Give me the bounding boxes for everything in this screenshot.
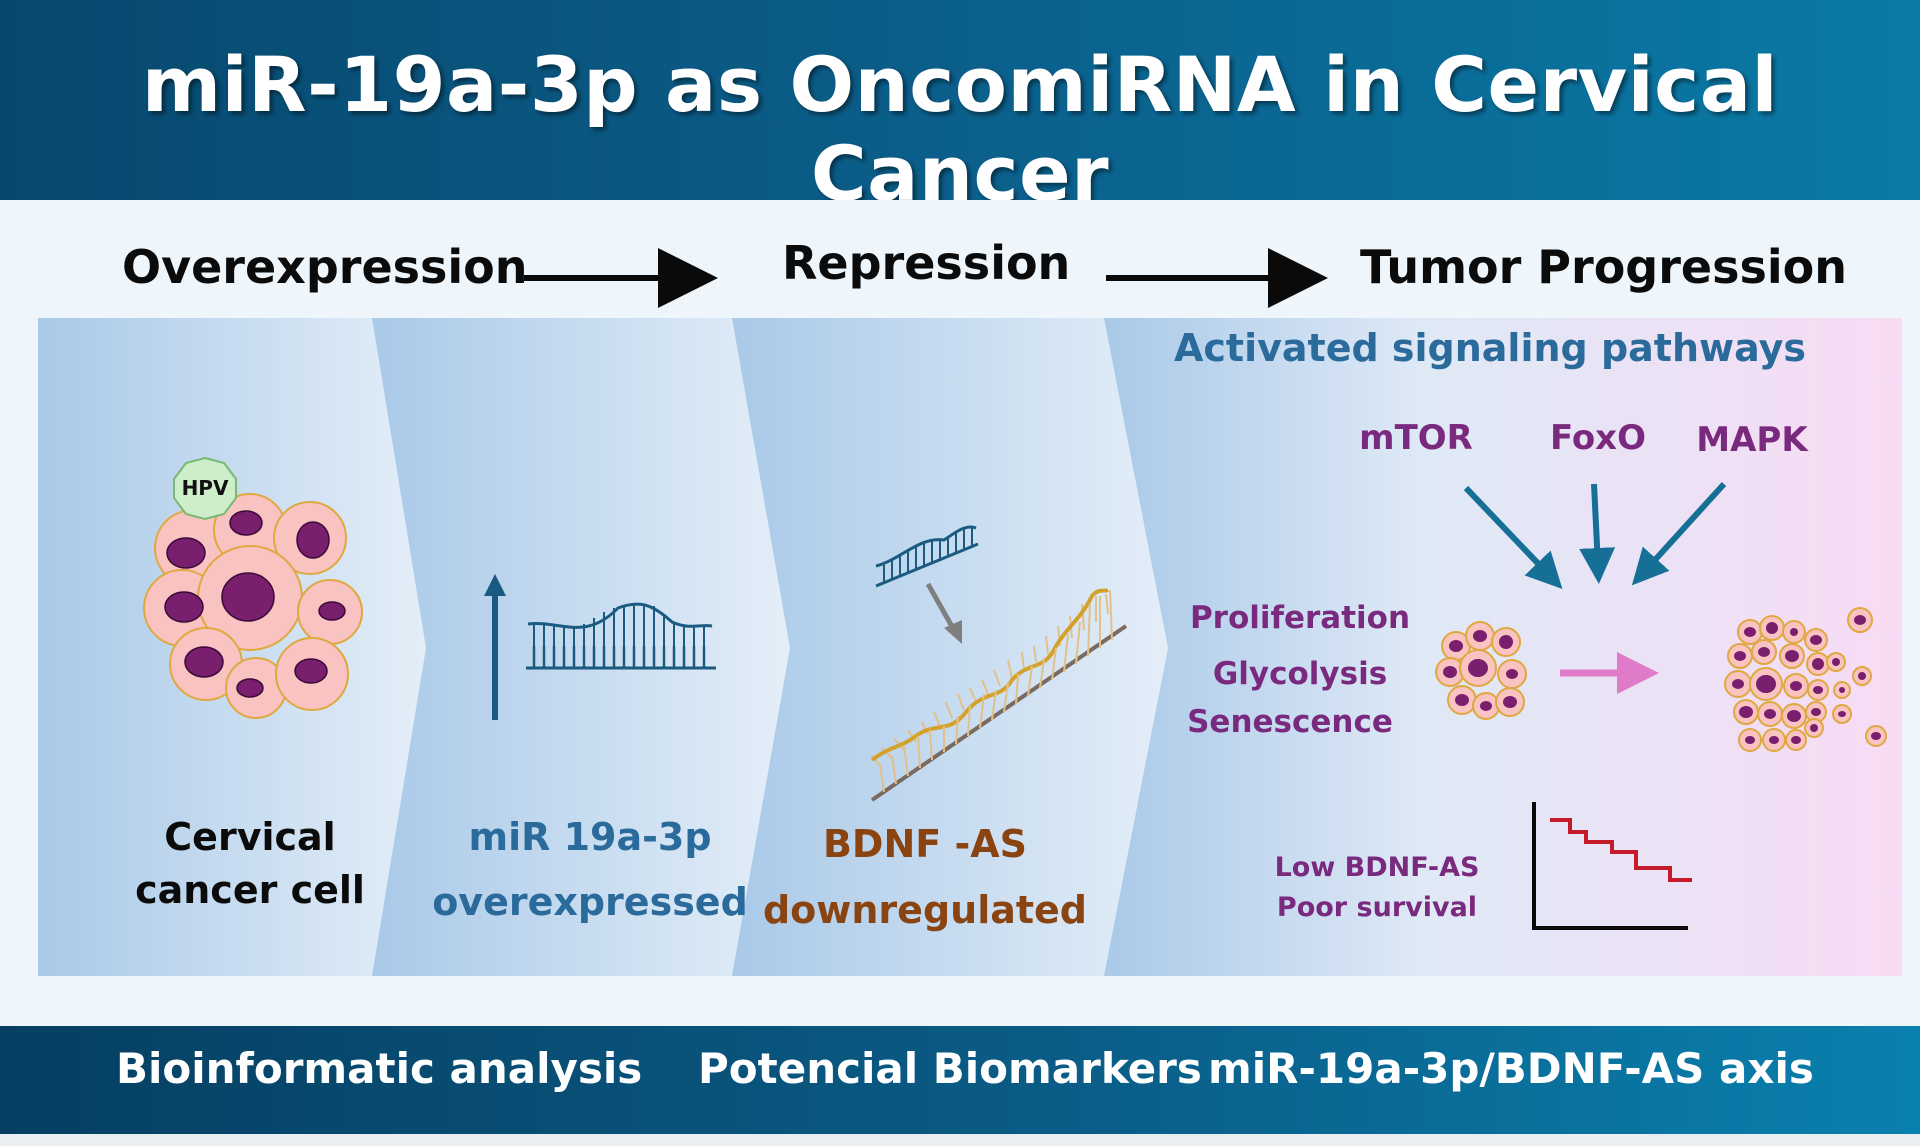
hpv-label: HPV (181, 476, 229, 500)
process-proliferation: Proliferation (1189, 600, 1411, 636)
pathway-foxo: FoxO (1549, 418, 1647, 458)
mirna-fragment-icon (875, 525, 979, 588)
pathway-mtor: mTOR (1359, 418, 1473, 458)
step-arrows (524, 248, 1328, 308)
survival-curve-icon (1532, 802, 1692, 930)
footer-potential-biomarkers: Potencial Biomarkers (698, 1044, 1202, 1093)
panel-cell-label-line1: Cervical (164, 815, 336, 859)
rna-duplex-icon (870, 588, 1128, 802)
step-tumor-progression: Tumor Progression (1360, 240, 1847, 294)
panel-bdnf-label-line2: downregulated (762, 888, 1088, 932)
footer-bioinformatic-analysis: Bioinformatic analysis (116, 1044, 643, 1093)
panel-mirna-label-line1: miR 19a-3p (468, 815, 712, 859)
pathway-arrows (1463, 481, 1727, 590)
panel-mirna (372, 318, 790, 976)
signaling-heading: Activated signaling pathways (1173, 326, 1806, 370)
small-cell-cluster-icon (1435, 621, 1527, 720)
process-glycolysis: Glycolysis (1212, 656, 1388, 692)
panel-bdnf (732, 318, 1168, 976)
gray-arrow-icon (925, 582, 962, 644)
bottom-strip (0, 1134, 1920, 1146)
panel-mirna-label-line2: overexpressed (432, 880, 748, 924)
hpv-virus-icon (173, 456, 237, 521)
process-senescence: Senescence (1187, 704, 1393, 740)
survival-label-line1: Low BDNF-AS (1274, 852, 1480, 883)
step-repression: Repression (782, 236, 1071, 290)
panel-bdnf-label-line1: BDNF -AS (822, 822, 1028, 866)
panel-cell-label-line2: cancer cell (135, 868, 365, 912)
footer-axis: miR-19a-3p/BDNF-AS axis (1208, 1044, 1814, 1093)
survival-label-line2: Poor survival (1276, 892, 1478, 923)
up-arrow-icon (484, 574, 506, 720)
tumor-cluster-icon (1724, 607, 1887, 752)
pathway-mapk: MAPK (1696, 420, 1808, 460)
page-title: miR-19a-3p as OncomiRNA in Cervical Canc… (141, 40, 1779, 218)
header-banner: miR-19a-3p as OncomiRNA in Cervical Canc… (0, 0, 1920, 218)
mirna-hairpin-icon (526, 602, 716, 670)
footer-banner (0, 1026, 1920, 1134)
step-overexpression: Overexpression (122, 240, 528, 294)
